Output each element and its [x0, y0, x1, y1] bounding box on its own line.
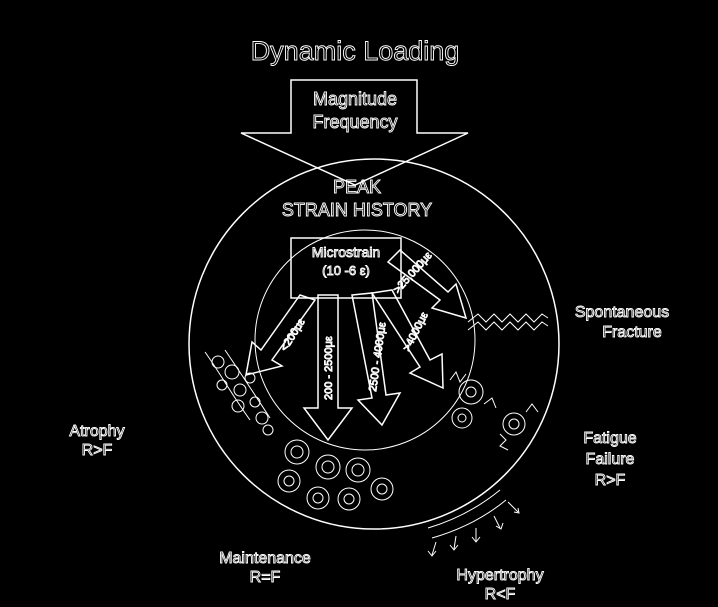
hypertrophy-rf-label: R<F	[485, 586, 516, 603]
magnitude-label: Magnitude	[313, 89, 397, 109]
range-lt200-label: <200με	[278, 317, 307, 354]
atrophy-porous-region	[205, 350, 273, 435]
microstrain-label: Microstrain	[312, 244, 380, 260]
range-gt25000-label: >25,000με	[391, 250, 434, 296]
hypertrophy-label: Hypertrophy	[456, 567, 543, 584]
microstrain-unit-label: (10 -6 ε)	[322, 263, 370, 278]
diagram-title: Dynamic Loading	[251, 36, 460, 66]
fatigue-rf-label: R>F	[595, 472, 626, 489]
atrophy-label: Atrophy	[69, 423, 124, 440]
range-gt4000-label: >4000με	[401, 310, 431, 353]
frequency-label: Frequency	[312, 112, 397, 132]
maintenance-osteons	[278, 440, 393, 510]
strain-history-label: STRAIN HISTORY	[282, 200, 432, 220]
fatigue-label: Fatigue	[583, 430, 636, 447]
maintenance-rf-label: R=F	[250, 569, 281, 586]
fracture-label: Fracture	[602, 324, 662, 341]
range-2500-4000-label: 2500 - 4000με	[367, 321, 389, 392]
peak-label: PEAK	[333, 177, 381, 197]
atrophy-rf-label: R>F	[82, 442, 113, 459]
range-arrow-lt200	[246, 295, 315, 375]
failure-label: Failure	[586, 451, 635, 468]
maintenance-label: Maintenance	[219, 550, 311, 567]
fatigue-damage-osteons	[450, 372, 538, 450]
spontaneous-label: Spontaneous	[575, 304, 669, 321]
fracture-crack-line	[468, 314, 548, 322]
range-200-2500-label: 200 - 2500με	[323, 336, 335, 400]
